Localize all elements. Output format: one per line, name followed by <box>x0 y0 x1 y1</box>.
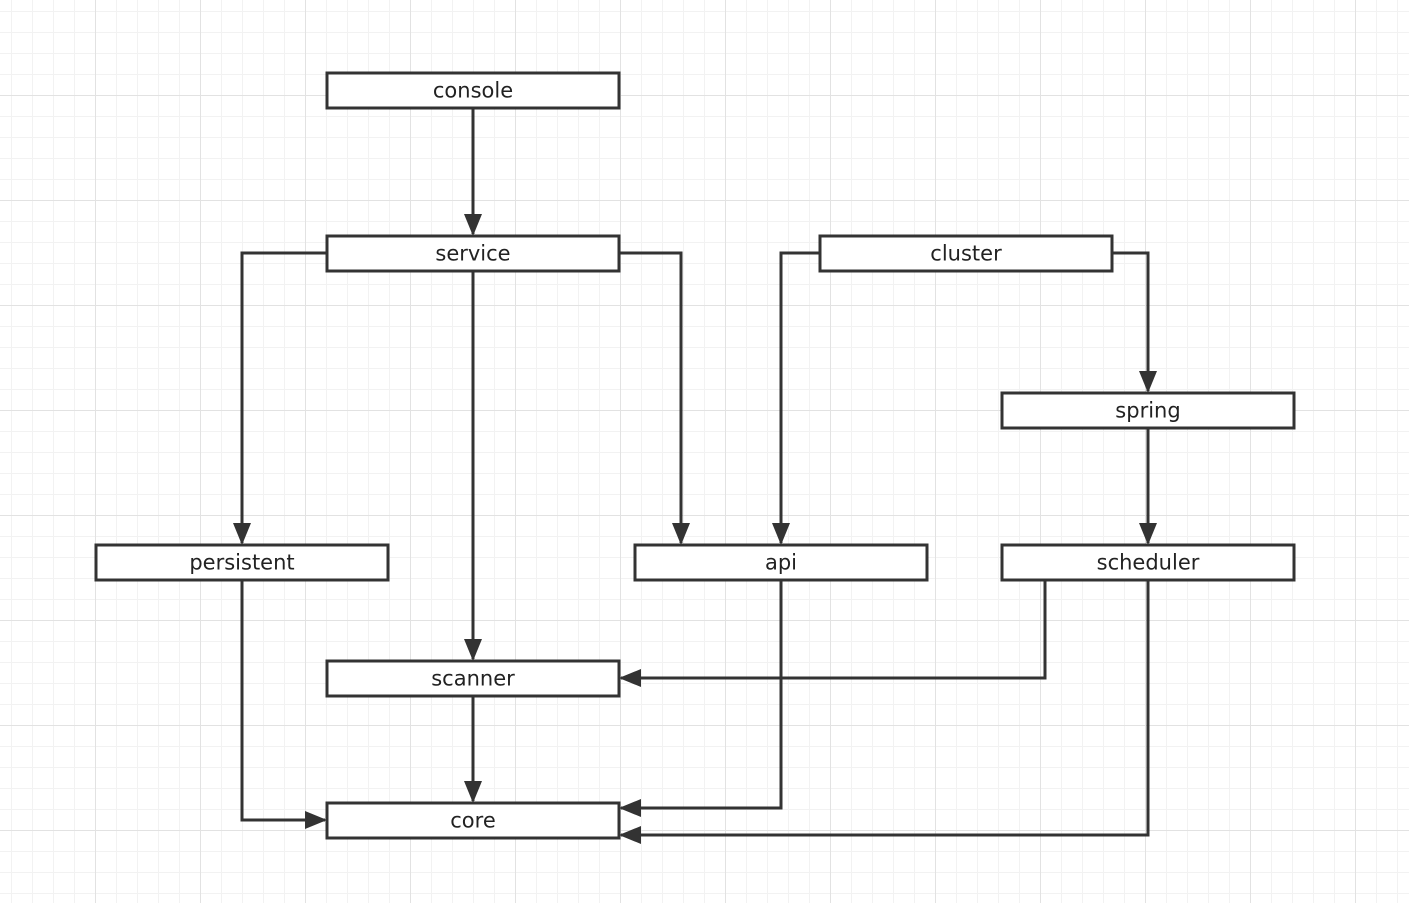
node-label-api: api <box>765 551 797 575</box>
edge-service-to-persistent <box>233 251 327 545</box>
node-box-service[interactable] <box>325 234 621 273</box>
nodes-layer: console service cluster spring persistent api… <box>94 71 1296 840</box>
node-label-scanner: scanner <box>431 667 515 691</box>
node-label-persistent: persistent <box>189 551 294 575</box>
edge-persistent-to-core <box>240 580 327 829</box>
node-label-cluster: cluster <box>930 242 1002 266</box>
node-box-spring[interactable] <box>1000 391 1296 430</box>
node-box-scheduler[interactable] <box>1000 543 1296 582</box>
node-box-console[interactable] <box>325 71 621 110</box>
node-box-scanner[interactable] <box>325 659 621 698</box>
edge-scheduler-to-scanner <box>619 580 1047 687</box>
node-cluster[interactable]: cluster <box>818 234 1114 273</box>
edge-api-to-core <box>619 580 783 817</box>
node-box-persistent[interactable] <box>94 543 390 582</box>
node-box-cluster[interactable] <box>818 234 1114 273</box>
node-label-console: console <box>433 79 513 103</box>
edge-service-to-api <box>619 251 690 545</box>
node-spring[interactable]: spring <box>1000 391 1296 430</box>
node-console[interactable]: console <box>325 71 621 110</box>
node-label-core: core <box>450 809 496 833</box>
node-label-service: service <box>435 242 510 266</box>
edges-layer <box>233 108 1157 844</box>
edge-scheduler-to-core <box>619 580 1150 844</box>
node-label-scheduler: scheduler <box>1097 551 1200 575</box>
node-persistent[interactable]: persistent <box>94 543 390 582</box>
node-scheduler[interactable]: scheduler <box>1000 543 1296 582</box>
node-box-core[interactable] <box>325 801 621 840</box>
edge-cluster-to-spring <box>1112 251 1157 393</box>
node-service[interactable]: service <box>325 234 621 273</box>
node-box-api[interactable] <box>633 543 929 582</box>
node-api[interactable]: api <box>633 543 929 582</box>
edge-cluster-to-api <box>772 251 820 545</box>
node-scanner[interactable]: scanner <box>325 659 621 698</box>
node-core[interactable]: core <box>325 801 621 840</box>
node-label-spring: spring <box>1115 399 1180 423</box>
